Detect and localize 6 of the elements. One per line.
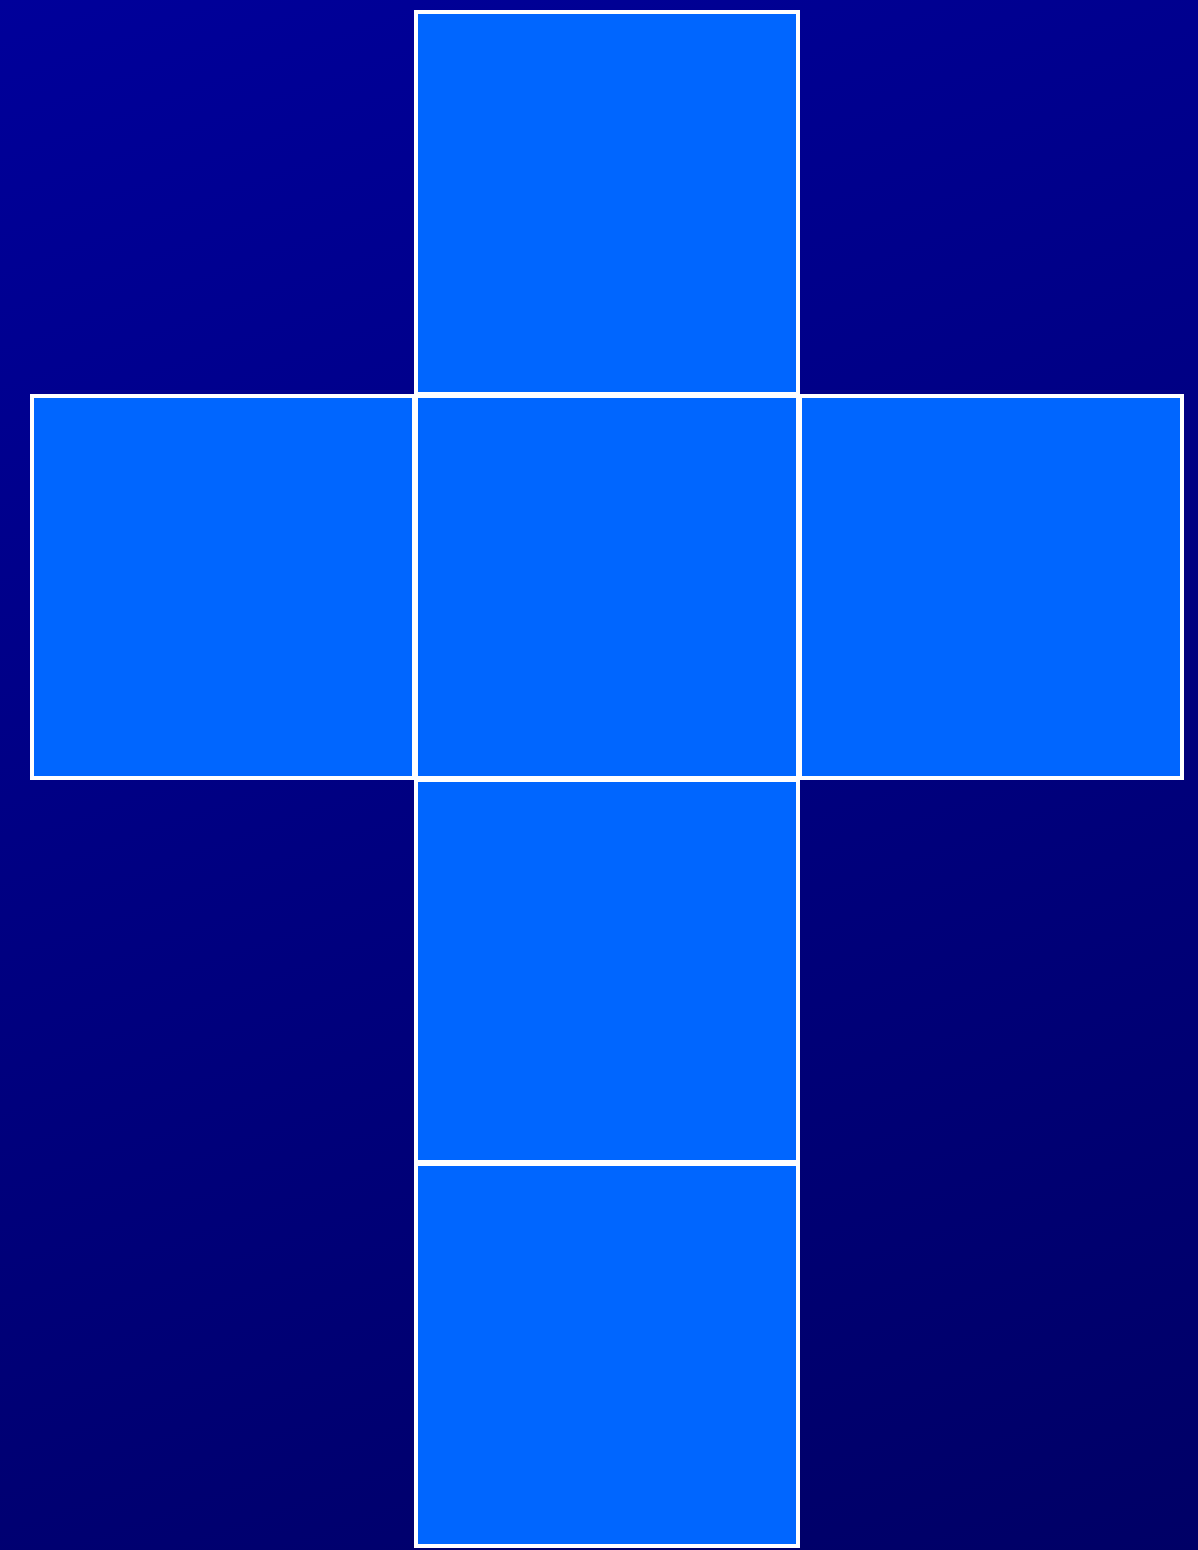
square-face <box>414 394 800 780</box>
square-face <box>30 394 416 780</box>
square-face <box>414 10 800 396</box>
square-face <box>414 1162 800 1548</box>
square-face <box>414 778 800 1164</box>
square-face <box>798 394 1184 780</box>
